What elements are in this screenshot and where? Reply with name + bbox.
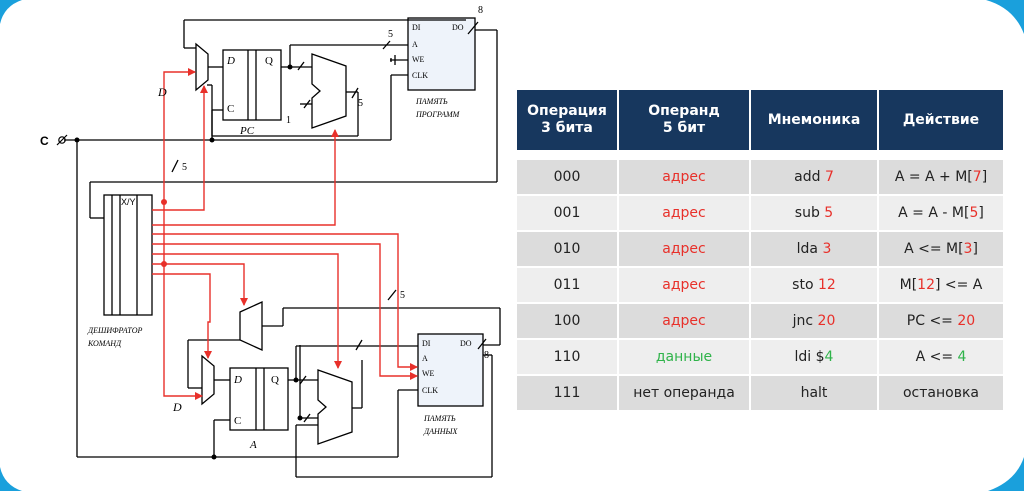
bus-width-8-b: 8 xyxy=(484,350,489,361)
command-decoder xyxy=(103,194,153,316)
data-mem-title-1: ПАМЯТЬ xyxy=(423,414,456,423)
data-memory xyxy=(417,333,484,407)
cell-operand: адрес xyxy=(617,266,750,303)
cell-opcode: 100 xyxy=(517,302,618,339)
prog-mem-we: WE xyxy=(412,55,425,64)
pc-label: PC xyxy=(239,125,255,137)
a-input-mux xyxy=(201,354,215,406)
cell-action: A = A + M[7] xyxy=(877,158,1003,195)
instruction-table: Операция 3 бита Операнд 5 бит Мнемоника … xyxy=(517,90,1003,410)
a-d-pin: D xyxy=(233,374,242,386)
cell-opcode: 110 xyxy=(517,338,618,375)
header-operand: Операнд 5 бит xyxy=(617,90,750,150)
bus-width-8-a: 8 xyxy=(478,5,483,16)
bus-width-5-c: 5 xyxy=(182,162,187,173)
cell-action: A <= M[3] xyxy=(877,230,1003,267)
cell-action: A = A - M[5] xyxy=(877,194,1003,231)
accumulator-register xyxy=(229,367,289,431)
prog-mem-di: DI xyxy=(412,23,421,32)
cell-mnemonic: add 7 xyxy=(749,158,878,195)
data-mem-di: DI xyxy=(422,339,431,348)
cell-mnemonic: jnc 20 xyxy=(749,302,878,339)
pc-d-pin: D xyxy=(226,55,235,67)
alu xyxy=(317,369,353,445)
cell-mnemonic: sub 5 xyxy=(749,194,878,231)
pc-adder xyxy=(311,53,347,129)
prog-mem-a: A xyxy=(412,40,418,49)
decoder-title-1: ДЕШИФРАТОР xyxy=(87,326,143,335)
pc-input-mux xyxy=(195,42,209,92)
cell-operand: адрес xyxy=(617,302,750,339)
a-aux-mux xyxy=(239,300,263,352)
a-c-pin: C xyxy=(234,415,241,427)
prog-mem-do: DO xyxy=(452,23,464,32)
frame-corner-top-left xyxy=(0,0,22,24)
bus-width-5-b: 5 xyxy=(358,98,363,109)
frame-corner-bottom-left xyxy=(0,467,22,491)
pc-q-pin: Q xyxy=(265,55,273,67)
cell-opcode: 001 xyxy=(517,194,618,231)
prog-mem-clk: CLK xyxy=(412,71,428,80)
data-mem-we: WE xyxy=(422,369,435,378)
cell-opcode: 010 xyxy=(517,230,618,267)
processor-schematic: D D C PC A D Q C D Q C 5 8 5 1 5 5 8 X/Y… xyxy=(40,5,501,478)
data-mem-clk: CLK xyxy=(422,386,438,395)
d-label-bottom: D xyxy=(172,400,182,414)
frame-corner-top-right xyxy=(986,0,1024,34)
cell-mnemonic: halt xyxy=(749,374,878,410)
cell-opcode: 111 xyxy=(517,374,618,410)
cell-operand: нет операнда xyxy=(617,374,750,410)
data-mem-do: DO xyxy=(460,339,472,348)
cell-action: остановка xyxy=(877,374,1003,410)
bus-width-5-a: 5 xyxy=(388,29,393,40)
header-mnemonic: Мнемоника xyxy=(749,90,878,150)
frame-corner-bottom-right xyxy=(988,457,1024,491)
a-q-pin: Q xyxy=(271,374,279,386)
cell-operand: адрес xyxy=(617,230,750,267)
cell-operand: данные xyxy=(617,338,750,375)
prog-mem-title-2: ПРОГРАММ xyxy=(415,110,461,119)
decoder-port-label: X/Y xyxy=(121,197,136,207)
a-label: A xyxy=(249,439,257,451)
cell-operand: адрес xyxy=(617,194,750,231)
c-input-label: C xyxy=(40,134,49,148)
cell-opcode: 011 xyxy=(517,266,618,303)
data-mem-a: A xyxy=(422,354,428,363)
header-operation: Операция 3 бита xyxy=(517,90,618,150)
bus-width-5-d: 5 xyxy=(400,290,405,301)
constant-1: 1 xyxy=(286,115,291,126)
table-header-row: Операция 3 бита Операнд 5 бит Мнемоника … xyxy=(517,90,1003,150)
prog-mem-title-1: ПАМЯТЬ xyxy=(415,97,448,106)
cell-mnemonic: ldi $4 xyxy=(749,338,878,375)
cell-operand: адрес xyxy=(617,158,750,195)
cell-mnemonic: lda 3 xyxy=(749,230,878,267)
cell-action: PC <= 20 xyxy=(877,302,1003,339)
cell-mnemonic: sto 12 xyxy=(749,266,878,303)
pc-register xyxy=(222,49,282,121)
pc-c-pin: C xyxy=(227,103,234,115)
cell-opcode: 000 xyxy=(517,158,618,195)
header-action: Действие xyxy=(877,90,1003,150)
cell-action: M[12] <= A xyxy=(877,266,1003,303)
data-mem-title-2: ДАННЫХ xyxy=(423,427,459,436)
cell-action: A <= 4 xyxy=(877,338,1003,375)
d-label-top: D xyxy=(157,85,167,99)
decoder-title-2: КОМАНД xyxy=(87,339,122,348)
program-memory xyxy=(407,17,476,91)
